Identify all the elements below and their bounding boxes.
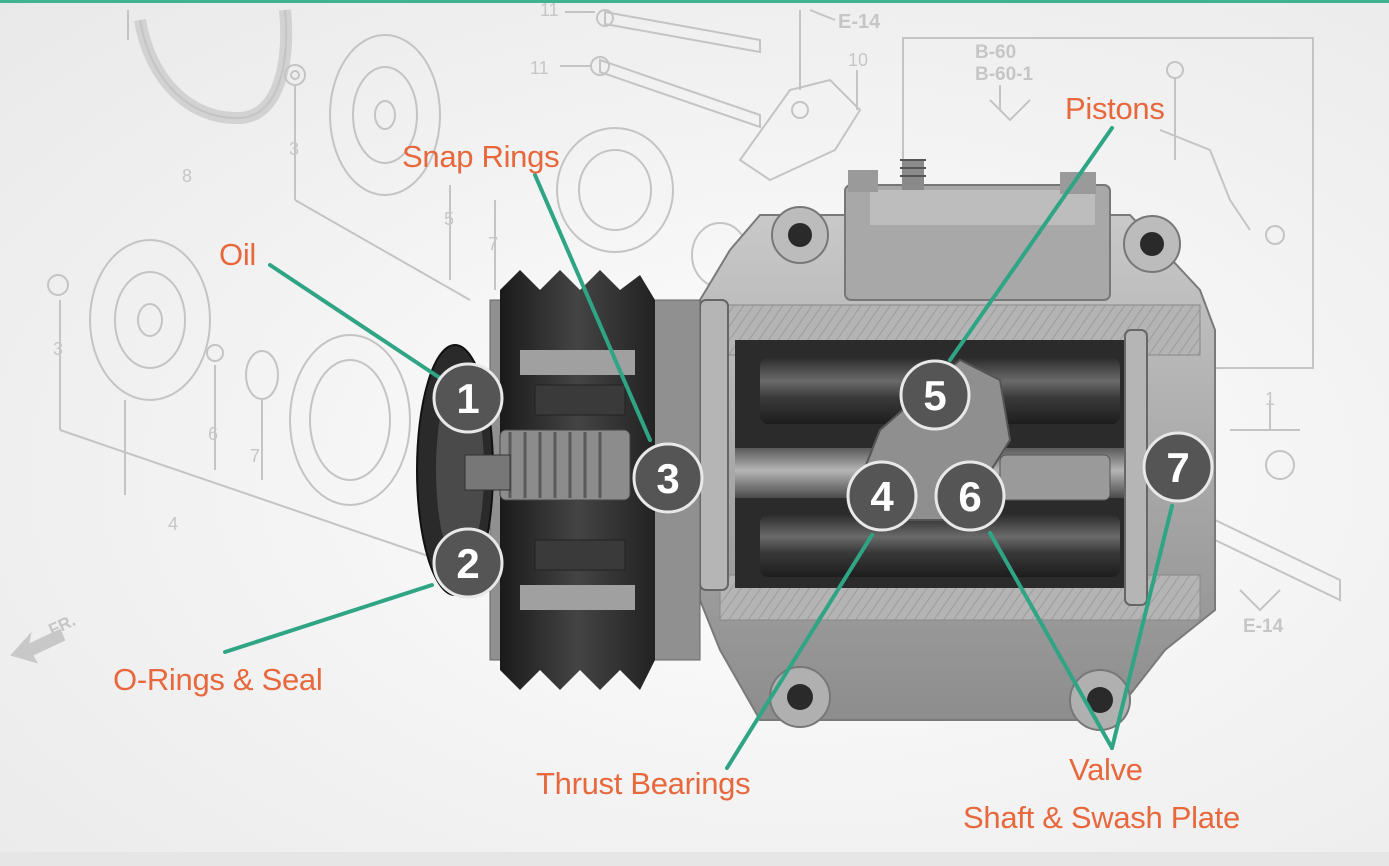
marker-3-number: 3 (656, 455, 679, 502)
leader-oil (268, 263, 442, 380)
part-number-7-left: 7 (250, 446, 260, 466)
label-o-rings-seal: O-Rings & Seal (113, 662, 323, 697)
leader-valve-b (1110, 504, 1174, 750)
top-accent-rule (0, 0, 1389, 3)
ref-e14-top: E-14 (838, 11, 881, 33)
part-number-1-right: 1 (1265, 389, 1275, 409)
marker-7: 7 (1142, 431, 1214, 503)
label-valve: Valve (1069, 752, 1143, 787)
label-pistons: Pistons (1065, 91, 1165, 126)
leader-valve-a (988, 531, 1114, 750)
marker-5: 5 (899, 359, 971, 431)
marker-1-number: 1 (456, 375, 479, 422)
part-number-8: 8 (182, 166, 192, 186)
part-number-7-top: 7 (488, 234, 498, 254)
part-number-4: 4 (168, 514, 178, 534)
marker-2-number: 2 (456, 540, 479, 587)
part-number-5: 5 (444, 209, 454, 229)
bottom-strip (0, 852, 1389, 866)
marker-5-number: 5 (923, 372, 946, 419)
marker-7-number: 7 (1166, 444, 1189, 491)
part-number-10: 10 (848, 50, 868, 70)
ref-e14-right: E-14 (1243, 616, 1284, 637)
marker-1: 1 (432, 362, 504, 434)
ref-b60: B-60 (975, 42, 1016, 63)
marker-6-number: 6 (958, 473, 981, 520)
leader-lines (223, 126, 1174, 770)
leader-snap-rings (533, 173, 652, 442)
numbered-markers: 1 2 3 4 5 6 7 (432, 359, 1214, 599)
marker-4: 4 (846, 460, 918, 532)
label-shaft-swash-plate: Shaft & Swash Plate (963, 800, 1240, 835)
part-number-11-top: 11 (540, 0, 559, 20)
marker-6: 6 (934, 460, 1006, 532)
marker-2: 2 (432, 527, 504, 599)
label-oil: Oil (219, 237, 256, 272)
label-snap-rings: Snap Rings (402, 139, 560, 174)
label-thrust-bearings: Thrust Bearings (536, 766, 751, 801)
ref-b60-1: B-60-1 (975, 64, 1034, 85)
part-number-3-left: 3 (53, 339, 63, 359)
marker-4-number: 4 (870, 473, 894, 520)
compressor-cutaway (416, 159, 1216, 731)
part-number-6: 6 (208, 424, 218, 444)
leader-o-rings (223, 583, 434, 654)
background-drawing-text: E-14 B-60 B-60-1 E-14 11 11 10 8 3 5 7 3… (46, 0, 1284, 640)
leader-thrust-bearings (725, 533, 874, 770)
marker-3: 3 (632, 442, 704, 514)
part-number-11: 11 (530, 58, 549, 78)
leader-pistons (948, 126, 1114, 362)
part-number-3-top: 3 (289, 139, 299, 159)
